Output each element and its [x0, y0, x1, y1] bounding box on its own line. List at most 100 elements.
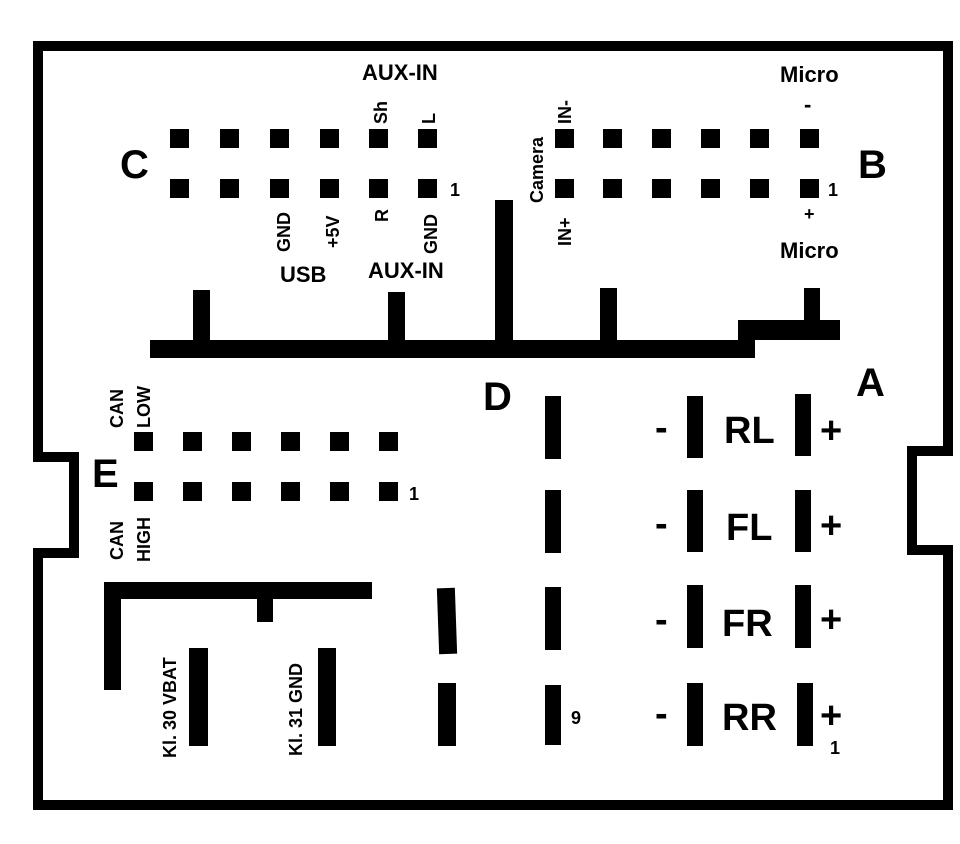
pin-e-top-3: [232, 432, 251, 451]
channel-rl-plus: +: [820, 410, 842, 452]
blade-mid-left-2: [438, 683, 456, 746]
section-label-b: B: [858, 143, 887, 187]
channel-rl-minus: -: [655, 407, 668, 449]
power-frame-left: [104, 582, 121, 690]
rib-post-3: [495, 200, 513, 342]
speaker-rr-minus-blade: [687, 683, 703, 746]
pin-b-top-2: [603, 129, 622, 148]
channel-fr-plus: +: [820, 599, 842, 641]
pin-b-top-1: [555, 129, 574, 148]
a-pin-one-label: 1: [830, 738, 840, 758]
central-key-rib: [150, 200, 840, 358]
channel-fr-minus: -: [655, 599, 668, 641]
c-gnd-1-label: GND: [274, 212, 294, 252]
b-in-plus-label: IN+: [555, 217, 575, 246]
pin-b-bottom-2: [603, 179, 622, 198]
pin-e-bottom-6: [379, 482, 398, 501]
pin-e-bottom-2: [183, 482, 202, 501]
pin-b-bottom-5: [750, 179, 769, 198]
c-pin-one-label: 1: [450, 180, 460, 200]
c-l-label: L: [419, 113, 439, 124]
block-a-speaker-pins: [687, 394, 813, 746]
c-sh-label: Sh: [371, 101, 391, 124]
power-block: [104, 582, 372, 746]
channel-rl-name: RL: [724, 410, 775, 452]
pin-e-top-4: [281, 432, 300, 451]
pin-c-bottom-1: [170, 179, 189, 198]
pin-c-top-4: [320, 129, 339, 148]
d-pin-nine-label: 9: [571, 708, 581, 728]
connector-housing-outline: [33, 41, 953, 810]
rib-step: [738, 320, 840, 340]
pin-b-bottom-1: [555, 179, 574, 198]
channel-fr-name: FR: [722, 603, 773, 645]
section-label-d: D: [483, 375, 512, 419]
e-can-high-label-1: CAN: [107, 521, 127, 560]
speaker-rl-minus-blade: [687, 396, 703, 458]
pin-e-top-1: [134, 432, 153, 451]
pin-e-top-2: [183, 432, 202, 451]
pin-b-bottom-6: [800, 179, 819, 198]
b-micro-minus-label: -: [804, 92, 811, 117]
pin-c-bottom-3: [270, 179, 289, 198]
channel-fl-minus: -: [655, 503, 668, 545]
b-pin-one-label: 1: [828, 180, 838, 200]
pin-e-bottom-4: [281, 482, 300, 501]
pin-c-top-1: [170, 129, 189, 148]
blade-d-2: [545, 490, 561, 553]
pin-e-top-6: [379, 432, 398, 451]
rib-post-5: [804, 288, 820, 322]
blade-d-1: [545, 396, 561, 459]
c-r-label: R: [372, 209, 392, 222]
power-frame-top: [104, 582, 372, 599]
pin-e-bottom-5: [330, 482, 349, 501]
power-frame-tab: [257, 582, 273, 622]
pin-c-top-3: [270, 129, 289, 148]
pin-b-top-6: [800, 129, 819, 148]
channel-fl-plus: +: [820, 505, 842, 547]
e-pin-one-label: 1: [409, 484, 419, 504]
block-c-pins: [170, 129, 437, 198]
c-gnd-2-label: GND: [421, 214, 441, 254]
b-camera-label: Camera: [527, 136, 547, 203]
e-can-low-label-2: LOW: [134, 386, 154, 428]
rib-step-join: [738, 320, 755, 358]
block-e-pins: [134, 432, 398, 501]
c-aux-in-top-label: AUX-IN: [362, 60, 438, 85]
blade-d-3: [545, 587, 561, 650]
pin-b-top-4: [701, 129, 720, 148]
b-micro-top-label: Micro: [780, 62, 839, 87]
pin-e-top-5: [330, 432, 349, 451]
c-usb-label: USB: [280, 262, 326, 287]
section-label-c: C: [120, 143, 149, 187]
blade-d-4: [545, 685, 561, 745]
b-micro-plus-label: +: [804, 204, 815, 224]
pin-b-top-3: [652, 129, 671, 148]
power-kl31-label: Kl. 31 GND: [286, 663, 306, 756]
pin-b-bottom-3: [652, 179, 671, 198]
b-in-minus-label: IN-: [555, 100, 575, 124]
pin-c-bottom-4: [320, 179, 339, 198]
blade-mid-left-1: [436, 587, 458, 655]
channel-fl-name: FL: [726, 507, 772, 549]
channel-rr-name: RR: [722, 697, 777, 739]
speaker-fr-minus-blade: [687, 585, 703, 648]
e-can-low-label-1: CAN: [107, 389, 127, 428]
c-aux-in-bottom-label: AUX-IN: [368, 258, 444, 283]
speaker-rl-plus-blade: [795, 394, 811, 456]
channel-rr-plus: +: [820, 695, 842, 737]
block-b-pins: [555, 129, 819, 198]
pin-c-top-5: [369, 129, 388, 148]
pin-c-bottom-2: [220, 179, 239, 198]
rib-post-4: [600, 288, 617, 342]
speaker-rr-plus-blade: [797, 683, 813, 746]
section-label-e: E: [92, 452, 119, 496]
pin-e-bottom-1: [134, 482, 153, 501]
rib-post-2: [388, 292, 405, 342]
rib-post-1: [193, 290, 210, 342]
rib-horizontal-bar: [150, 340, 755, 358]
channel-rr-minus: -: [655, 693, 668, 735]
pin-kl31-blade: [318, 648, 336, 746]
e-can-high-label-2: HIGH: [134, 517, 154, 562]
